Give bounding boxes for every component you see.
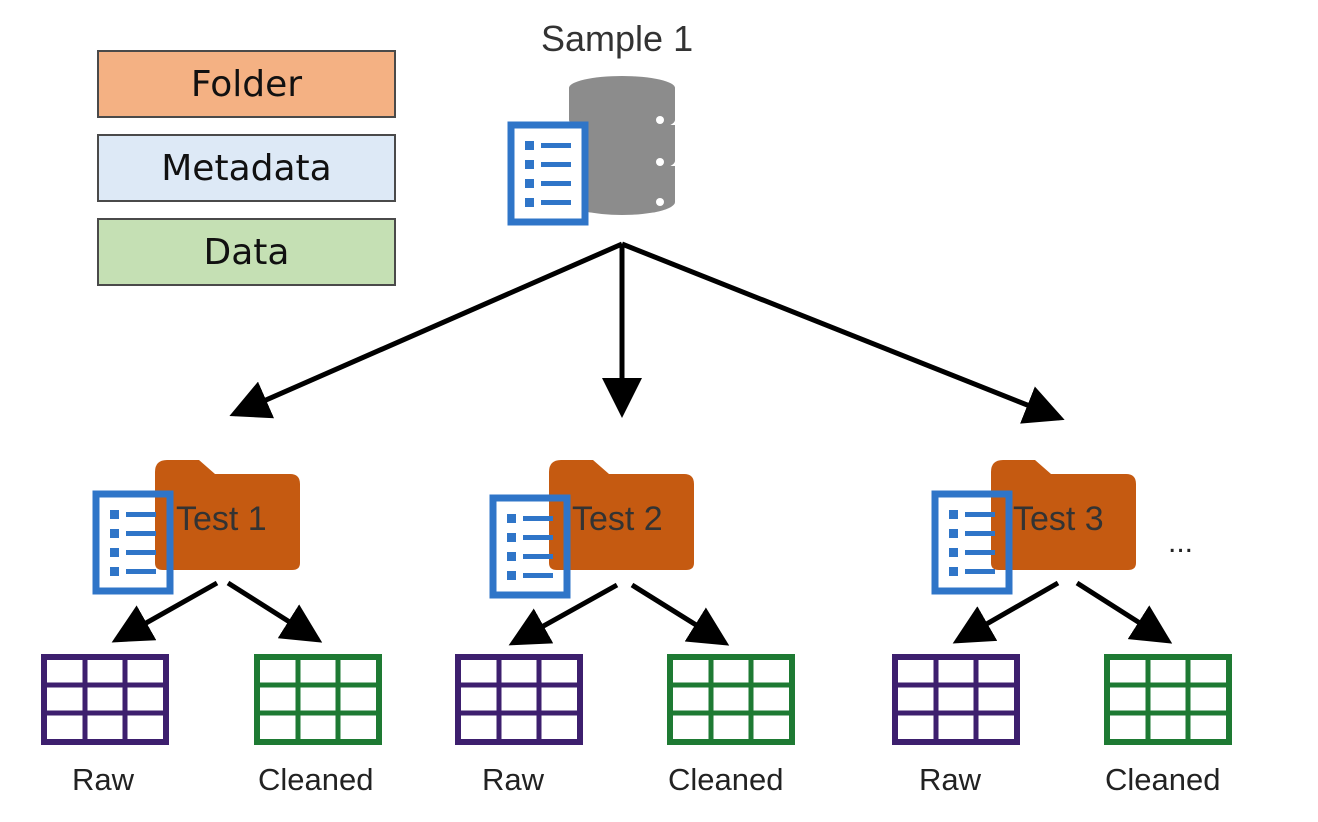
legend-folder-label: Folder [190, 63, 303, 105]
test-group-1 [41, 460, 382, 745]
raw-label-2: Raw [482, 762, 545, 797]
legend-data-label: Data [203, 231, 290, 273]
test-group-2 [455, 460, 795, 745]
arrow-to-raw-2 [508, 582, 619, 646]
metadata-icon [931, 490, 1013, 595]
arrow-to-raw-1 [111, 580, 219, 643]
raw-label-1: Raw [72, 762, 135, 797]
arrow-to-test-3 [621, 241, 1065, 424]
arrow-to-cleaned-1 [226, 580, 323, 643]
cleaned-label-1: Cleaned [258, 762, 374, 797]
cleaned-label-2: Cleaned [668, 762, 784, 797]
raw-table-icon [41, 654, 169, 745]
folder-icon [991, 460, 1136, 570]
raw-label-3: Raw [919, 762, 982, 797]
metadata-icon [489, 494, 571, 599]
root-arrows [229, 241, 1065, 424]
raw-table-icon [455, 654, 583, 745]
arrow-to-test-1 [229, 241, 624, 419]
metadata-icon [92, 490, 174, 595]
cleaned-table-icon [254, 654, 382, 745]
test-1-label: Test 1 [176, 500, 267, 538]
arrow-to-cleaned-2 [630, 582, 730, 646]
root-label: Sample 1 [541, 18, 694, 59]
more-indicator: ... [1168, 526, 1194, 559]
arrow-to-cleaned-3 [1075, 580, 1173, 644]
test-2-label: Test 2 [572, 500, 663, 538]
legend-metadata-label: Metadata [161, 147, 332, 189]
folder-icon [549, 460, 694, 570]
test-3-label: Test 3 [1013, 500, 1104, 538]
legend-metadata: Metadata [97, 134, 396, 202]
legend-folder: Folder [97, 50, 396, 118]
cleaned-label-3: Cleaned [1105, 762, 1221, 797]
raw-table-icon [892, 654, 1020, 745]
test-group-3 [892, 460, 1232, 745]
root-metadata-icon [507, 121, 589, 226]
arrow-to-raw-3 [952, 580, 1060, 644]
cleaned-table-icon [667, 654, 795, 745]
legend-data: Data [97, 218, 396, 286]
cleaned-table-icon [1104, 654, 1232, 745]
folder-icon [155, 460, 300, 570]
